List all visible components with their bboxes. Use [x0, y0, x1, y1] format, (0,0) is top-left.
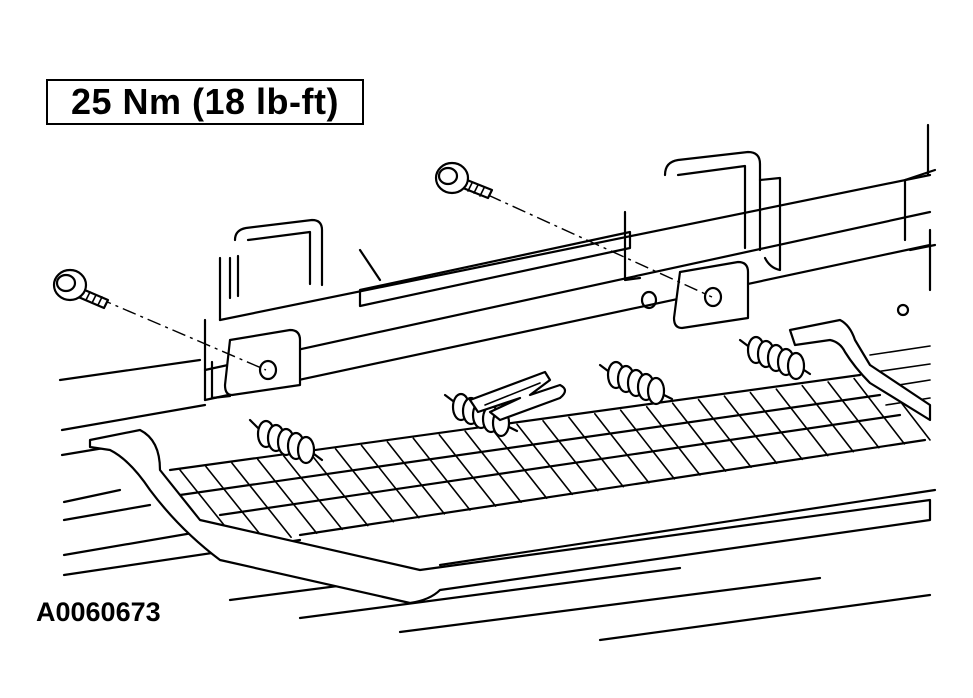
torque-spec-label: 25 Nm (18 lb-ft): [46, 79, 364, 125]
grid-rung: [308, 451, 369, 527]
grid-rung: [412, 437, 471, 511]
coil-spring-1-icon: [248, 418, 324, 465]
grid-rung: [749, 391, 803, 461]
grid-rung: [697, 398, 752, 468]
grid-rung: [827, 381, 880, 449]
grid-rung: [775, 388, 829, 457]
alignment-lines: [97, 194, 713, 371]
figure-id-label: A0060673: [36, 597, 161, 627]
coil-spring-4-icon: [738, 335, 812, 381]
grid-rung: [231, 462, 292, 538]
seat-grid-panel: [168, 345, 937, 567]
grid-rungs: [179, 374, 931, 546]
grid-rung: [723, 395, 778, 465]
floor-rails: [58, 358, 932, 642]
bolt-left-icon: [52, 268, 110, 310]
grid-rung: [464, 430, 522, 503]
grid-rung: [205, 465, 267, 542]
grid-rung: [542, 419, 599, 492]
seat-frame: [203, 123, 937, 402]
bolt-right-icon: [434, 161, 494, 200]
front-support-bar: [88, 318, 932, 605]
grid-rung: [619, 409, 676, 480]
coil-spring-3-icon: [598, 360, 674, 406]
grid-rung: [671, 402, 727, 472]
grid-rung: [438, 434, 497, 507]
grid-rung: [801, 384, 855, 453]
grid-rung: [594, 412, 650, 484]
torque-spec-text: 25 Nm (18 lb-ft): [70, 81, 340, 122]
grid-rung: [386, 441, 446, 515]
grid-rung: [853, 377, 906, 445]
grid-rung: [282, 455, 343, 531]
right-mounting-bracket: [640, 260, 750, 330]
grid-rung: [490, 427, 548, 500]
left-mounting-bracket: [210, 328, 302, 400]
grid-rungs-far-right: [869, 345, 931, 406]
grid-rung: [568, 416, 625, 488]
grid-rung: [257, 458, 318, 535]
grid-rung: [645, 405, 701, 476]
grid-rung: [360, 444, 420, 519]
grid-rung: [334, 448, 395, 523]
grid-rung: [516, 423, 573, 496]
spring-clip-icon: [468, 370, 567, 422]
